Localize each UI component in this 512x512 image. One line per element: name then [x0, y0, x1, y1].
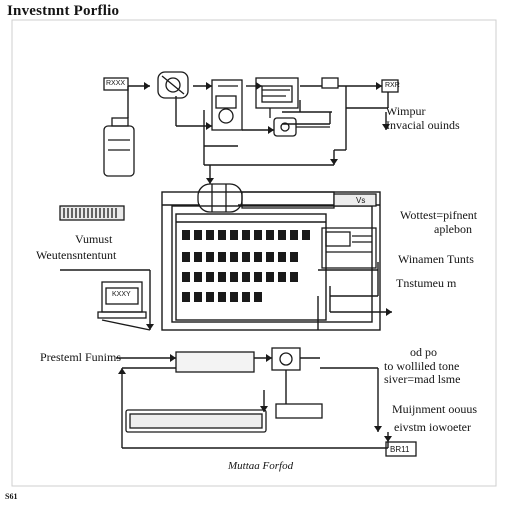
- monitor-unit: [255, 77, 299, 118]
- label-vumust: Vumust: [75, 232, 113, 246]
- top-mini-box: [321, 77, 339, 89]
- arrowheads: [118, 82, 392, 442]
- top-left-box-label: RXXX: [106, 80, 126, 87]
- label-eivstm-iowoeter: eivstm iowoeter: [394, 420, 471, 434]
- label-muijnment-oouus: Muijnment oouus: [392, 402, 478, 416]
- label-wolliled-tone: to wolliled tone: [384, 359, 460, 373]
- label-winamen-tunts: Winamen Tunts: [398, 252, 474, 266]
- bottom-right-tag-label: BR11: [390, 445, 410, 454]
- screen-label: KXXY: [112, 291, 131, 298]
- rotary-valve-icon: [157, 71, 189, 99]
- label-presteml-funims: Presteml Funims: [40, 350, 122, 364]
- label-siver-mad-lsme: siver=mad lsme: [384, 372, 461, 386]
- lower-readout-box: [275, 403, 323, 419]
- outer-frame: [11, 19, 497, 487]
- panel-code: Vs: [356, 196, 366, 205]
- label-wimpur: Wimpur: [386, 104, 426, 118]
- diagram-title: Investnnt Porflio: [7, 3, 120, 19]
- lower-device-icon: [271, 347, 301, 371]
- coupler-icon: [273, 117, 330, 137]
- top-right-box-label: RXR: [385, 82, 400, 89]
- processor-module: [211, 79, 243, 131]
- top-left-box: [103, 77, 129, 91]
- label-tnstumeu: Tnstumeu m: [396, 276, 457, 290]
- label-invacial-ouinds: Invacial ouinds: [386, 118, 460, 132]
- bottom-tray: [125, 409, 267, 433]
- terminal-computer-icon: [97, 281, 147, 319]
- label-weutensntentunt: Weutensntentunt: [36, 248, 117, 262]
- label-aplebon: aplebon: [434, 222, 472, 236]
- data-store-block: [59, 205, 125, 221]
- bottom-right-tag: [385, 441, 417, 457]
- panel-grid-cells: [182, 230, 310, 302]
- corner-mark: S61: [5, 492, 18, 501]
- label-wottest-pifnent: Wottest=pifnent: [400, 208, 478, 222]
- side-screen: [321, 227, 377, 269]
- lower-box-left: [175, 351, 255, 373]
- pipe-cylinder-icon: [197, 183, 377, 213]
- bottom-caption: Muttaa Forfod: [228, 460, 294, 472]
- label-od-po: od po: [410, 345, 437, 359]
- storage-jar-icon: [103, 117, 135, 177]
- connector-lines: [60, 85, 392, 449]
